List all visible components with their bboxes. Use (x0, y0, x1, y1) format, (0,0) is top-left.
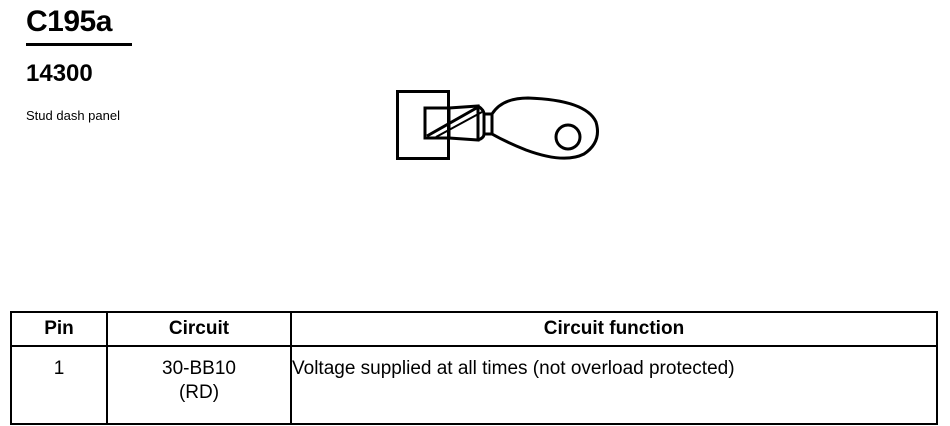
table-header-row: Pin Circuit Circuit function (10, 311, 938, 347)
part-number: 14300 (26, 60, 93, 87)
circuit-function-cell: Voltage supplied at all times (not overl… (290, 345, 938, 425)
title-underline (26, 43, 132, 46)
circuit-color: (RD) (178, 382, 220, 403)
column-header-pin: Pin (10, 311, 108, 347)
circuit-cell: 30-BB10 (RD) (106, 345, 292, 425)
column-header-circuit: Circuit (106, 311, 292, 347)
ring-terminal-icon (396, 90, 599, 160)
table-row: 1 30-BB10 (RD) Voltage supplied at all t… (10, 345, 938, 425)
connector-id: C195a (26, 5, 112, 38)
column-header-circuit-function: Circuit function (290, 311, 938, 347)
connector-location: Stud dash panel (26, 108, 120, 123)
pin-table: Pin Circuit Circuit function 1 30-BB10 (… (10, 311, 938, 425)
pin-cell: 1 (10, 345, 108, 425)
circuit-code: 30-BB10 (162, 358, 236, 379)
